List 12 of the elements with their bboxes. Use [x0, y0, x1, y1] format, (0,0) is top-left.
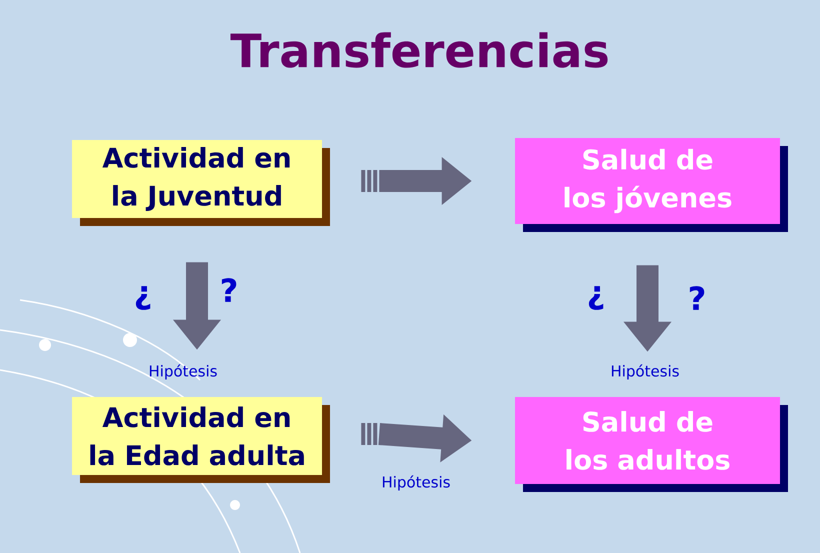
text-box: Salud de los jóvenes — [515, 138, 780, 224]
question-mark: ? — [222, 278, 236, 302]
question-mark: ? — [690, 286, 704, 310]
edge-label: Hipótesis — [612, 364, 679, 380]
question-mark: ¿ — [588, 286, 604, 310]
edge-label: Hipótesis — [150, 364, 217, 380]
text-box: Salud de los adultos — [515, 397, 780, 484]
title: Transferencias — [230, 32, 608, 68]
text-box: Actividad en la Juventud — [72, 140, 322, 218]
text-box: Actividad en la Edad adulta — [72, 397, 322, 475]
edge-label: Hipótesis — [382, 475, 450, 491]
question-mark: ¿ — [136, 286, 150, 310]
